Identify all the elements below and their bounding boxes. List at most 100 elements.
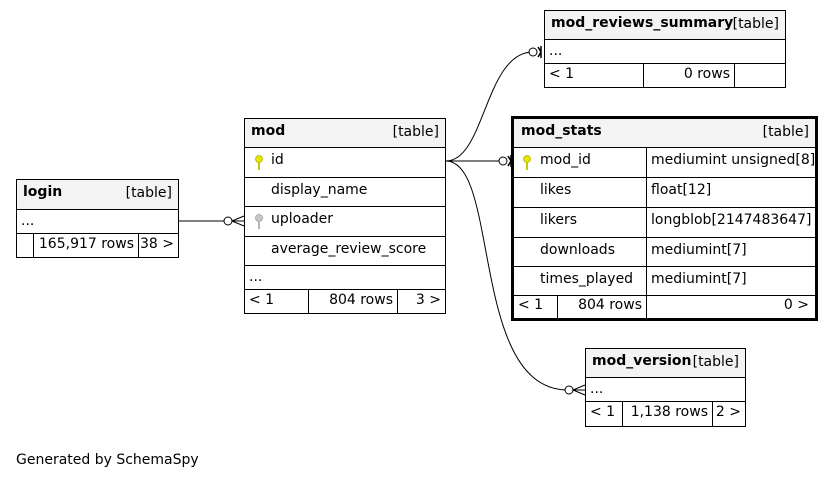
column-name-cell: times_played bbox=[514, 267, 646, 295]
prev-cell: < 1 bbox=[586, 402, 622, 426]
next-link[interactable]: 3 > bbox=[415, 292, 441, 308]
table-header: mod_stats [table] bbox=[514, 119, 815, 148]
table-name: mod_stats bbox=[521, 123, 602, 139]
table-login[interactable]: login [table] ... 165,917 rows 38 > bbox=[16, 179, 179, 258]
column-type-cell: longblob[2147483647] bbox=[646, 208, 815, 237]
column-row[interactable]: average_review_score bbox=[245, 237, 445, 266]
column-row[interactable]: mod_id mediumint unsigned[8] bbox=[514, 148, 815, 178]
prev-cell: < 1 bbox=[545, 64, 643, 87]
column-name-cell: likers bbox=[514, 208, 646, 237]
column-row[interactable]: display_name bbox=[245, 178, 445, 207]
column-type: longblob[2147483647] bbox=[651, 212, 812, 228]
column-row[interactable]: times_played mediumint[7] bbox=[514, 267, 815, 296]
table-header: mod_reviews_summary [table] bbox=[545, 11, 785, 40]
table-header: mod_version [table] bbox=[586, 349, 745, 378]
rel-login-mod-optional-marker bbox=[223, 216, 233, 226]
table-footer: < 1 0 rows bbox=[545, 64, 785, 87]
ellipsis-text: ... bbox=[21, 213, 35, 229]
table-name: login bbox=[23, 184, 63, 200]
next-link[interactable]: 2 > bbox=[715, 404, 741, 420]
primary-key-icon bbox=[523, 155, 531, 170]
rel-login-mod-crowfoot bbox=[231, 215, 245, 227]
row-count: 1,138 rows bbox=[630, 404, 708, 420]
column-name: id bbox=[271, 152, 284, 168]
generated-by-text: Generated by SchemaSpy bbox=[16, 452, 199, 468]
column-row[interactable]: id bbox=[245, 148, 445, 178]
table-name: mod bbox=[251, 123, 286, 139]
table-mod-reviews-summary[interactable]: mod_reviews_summary [table] ... < 1 0 ro… bbox=[544, 10, 786, 88]
column-type-cell: mediumint[7] bbox=[646, 267, 815, 295]
column-type-cell: float[12] bbox=[646, 178, 815, 207]
rel-mod-version-marker bbox=[564, 385, 574, 395]
column-name: average_review_score bbox=[271, 241, 427, 257]
column-name: likers bbox=[540, 212, 578, 228]
ellipsis-row: ... bbox=[545, 40, 785, 64]
column-type: mediumint unsigned[8] bbox=[651, 152, 816, 168]
table-kind: [table] bbox=[762, 124, 809, 140]
next-cell: 38 > bbox=[138, 234, 178, 257]
rel-mod-stats-marker bbox=[498, 156, 508, 166]
rows-cell: 1,138 rows bbox=[622, 402, 712, 426]
column-row[interactable]: likes float[12] bbox=[514, 178, 815, 208]
table-kind: [table] bbox=[392, 124, 439, 140]
prev-link[interactable]: < 1 bbox=[249, 292, 275, 308]
column-type: mediumint[7] bbox=[651, 271, 747, 287]
table-footer: 165,917 rows 38 > bbox=[17, 234, 178, 257]
rows-cell: 804 rows bbox=[557, 296, 646, 318]
prev-link[interactable]: < 1 bbox=[518, 297, 544, 313]
ellipsis-row: ... bbox=[586, 378, 745, 402]
rel-mod-reviews-summary bbox=[445, 51, 534, 162]
row-count: 804 rows bbox=[329, 292, 393, 308]
column-name: times_played bbox=[540, 271, 634, 287]
column-row[interactable]: likers longblob[2147483647] bbox=[514, 208, 815, 238]
foreign-key-icon bbox=[255, 214, 263, 229]
next-cell: 3 > bbox=[397, 290, 445, 313]
table-kind: [table] bbox=[732, 16, 779, 32]
prev-cell: < 1 bbox=[514, 296, 557, 318]
column-type: mediumint[7] bbox=[651, 242, 747, 258]
next-cell: 0 > bbox=[646, 296, 815, 318]
ellipsis-text: ... bbox=[249, 269, 263, 285]
rel-mod-version bbox=[445, 160, 569, 391]
prev-link[interactable]: < 1 bbox=[590, 404, 616, 420]
primary-key-icon bbox=[255, 155, 263, 170]
next-link[interactable]: 38 > bbox=[140, 236, 174, 252]
prev-link[interactable]: < 1 bbox=[549, 66, 575, 82]
table-name: mod_reviews_summary bbox=[551, 15, 734, 31]
column-name-cell: mod_id bbox=[514, 148, 646, 177]
table-kind: [table] bbox=[125, 185, 172, 201]
table-header: login [table] bbox=[17, 180, 178, 210]
table-footer: < 1 804 rows 0 > bbox=[514, 296, 815, 318]
row-count: 0 rows bbox=[683, 66, 730, 82]
ellipsis-row: ... bbox=[17, 210, 178, 234]
column-type: float[12] bbox=[651, 182, 712, 198]
table-header: mod [table] bbox=[245, 119, 445, 148]
table-mod[interactable]: mod [table] id display_name uploader ave… bbox=[244, 118, 446, 314]
rel-mod-version-crowfoot bbox=[572, 384, 586, 396]
column-row[interactable]: downloads mediumint[7] bbox=[514, 238, 815, 267]
next-cell bbox=[734, 64, 785, 87]
ellipsis-text: ... bbox=[590, 381, 604, 397]
prev-cell: < 1 bbox=[245, 290, 308, 313]
ellipsis-row: ... bbox=[245, 266, 445, 290]
row-count: 165,917 rows bbox=[38, 236, 134, 252]
rel-mod-reviews-summary-bar bbox=[537, 46, 542, 58]
column-name-cell: likes bbox=[514, 178, 646, 207]
column-name: mod_id bbox=[540, 152, 591, 168]
table-footer: < 1 1,138 rows 2 > bbox=[586, 402, 745, 426]
column-name-cell: downloads bbox=[514, 238, 646, 266]
column-type-cell: mediumint[7] bbox=[646, 238, 815, 266]
rows-cell: 0 rows bbox=[643, 64, 734, 87]
table-mod-stats[interactable]: mod_stats [table] mod_id mediumint unsig… bbox=[511, 116, 818, 321]
column-row[interactable]: uploader bbox=[245, 207, 445, 237]
table-name: mod_version bbox=[592, 353, 692, 369]
table-mod-version[interactable]: mod_version [table] ... < 1 1,138 rows 2… bbox=[585, 348, 746, 427]
column-name: display_name bbox=[271, 182, 368, 198]
rows-cell: 165,917 rows bbox=[33, 234, 138, 257]
column-name: downloads bbox=[540, 242, 615, 258]
next-link[interactable]: 0 > bbox=[783, 297, 809, 313]
rel-mod-reviews-summary-marker bbox=[528, 47, 538, 57]
column-name: uploader bbox=[271, 211, 334, 227]
row-count: 804 rows bbox=[578, 297, 642, 313]
table-kind: [table] bbox=[692, 354, 739, 370]
